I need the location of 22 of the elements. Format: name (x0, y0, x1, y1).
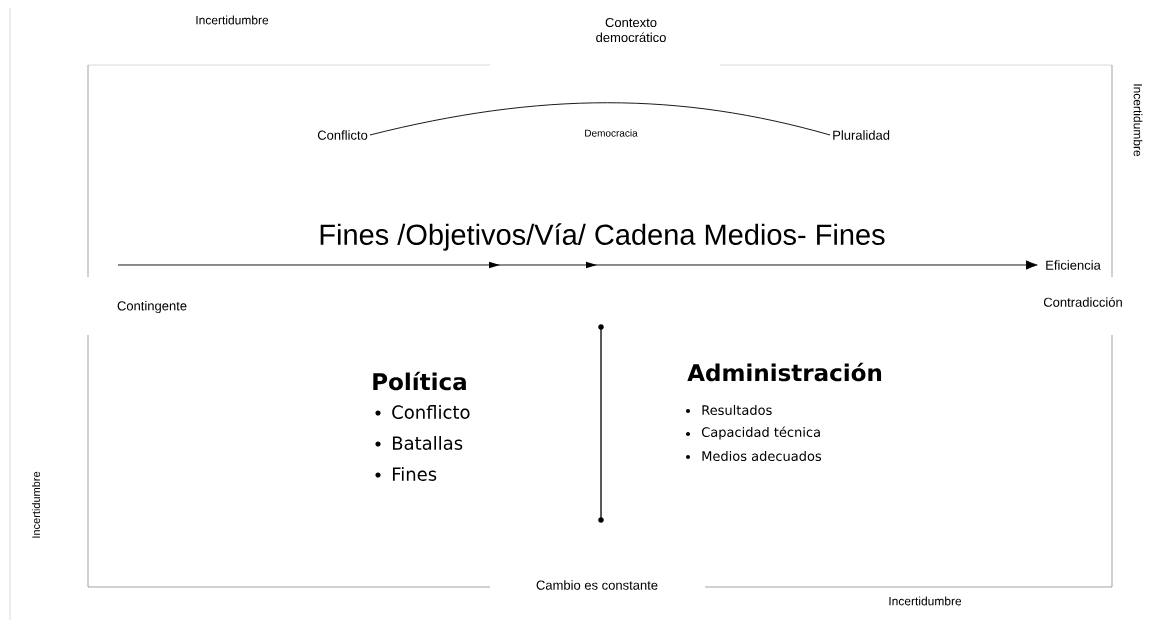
side-label: Incertidumbre (32, 471, 41, 538)
corner-label: Incertidumbre (196, 15, 269, 25)
side-label: Incertidumbre (1133, 84, 1143, 157)
arrow (117, 260, 1038, 270)
node-label: Conflicto (317, 130, 368, 140)
edge-label: Democracia (585, 129, 638, 137)
corner-label: Incertidumbre (889, 596, 962, 606)
bullet-item: Capacidad técnica (686, 426, 820, 440)
bullet-item: Fines (375, 467, 437, 481)
node-label: Pluralidad (833, 130, 890, 140)
bullet-item: Batallas (375, 436, 463, 450)
node-label: Eficiencia (1046, 260, 1101, 270)
context-label: Contexto democrático (596, 17, 666, 43)
bullet-item: Medios adecuados (686, 450, 822, 462)
bottom-label: Cambio es constante (536, 580, 658, 590)
corner-label: Contradicción (1043, 297, 1122, 307)
bullet-item: Resultados (686, 404, 772, 416)
section-heading: Administración (687, 362, 882, 382)
heading: Fines /Objetivos/Vía/ Cadena Medios- Fines (320, 223, 885, 251)
section-heading: Política (373, 371, 466, 391)
bullet-item: Conflicto (375, 405, 470, 419)
corner-label: Contingente (117, 300, 187, 314)
